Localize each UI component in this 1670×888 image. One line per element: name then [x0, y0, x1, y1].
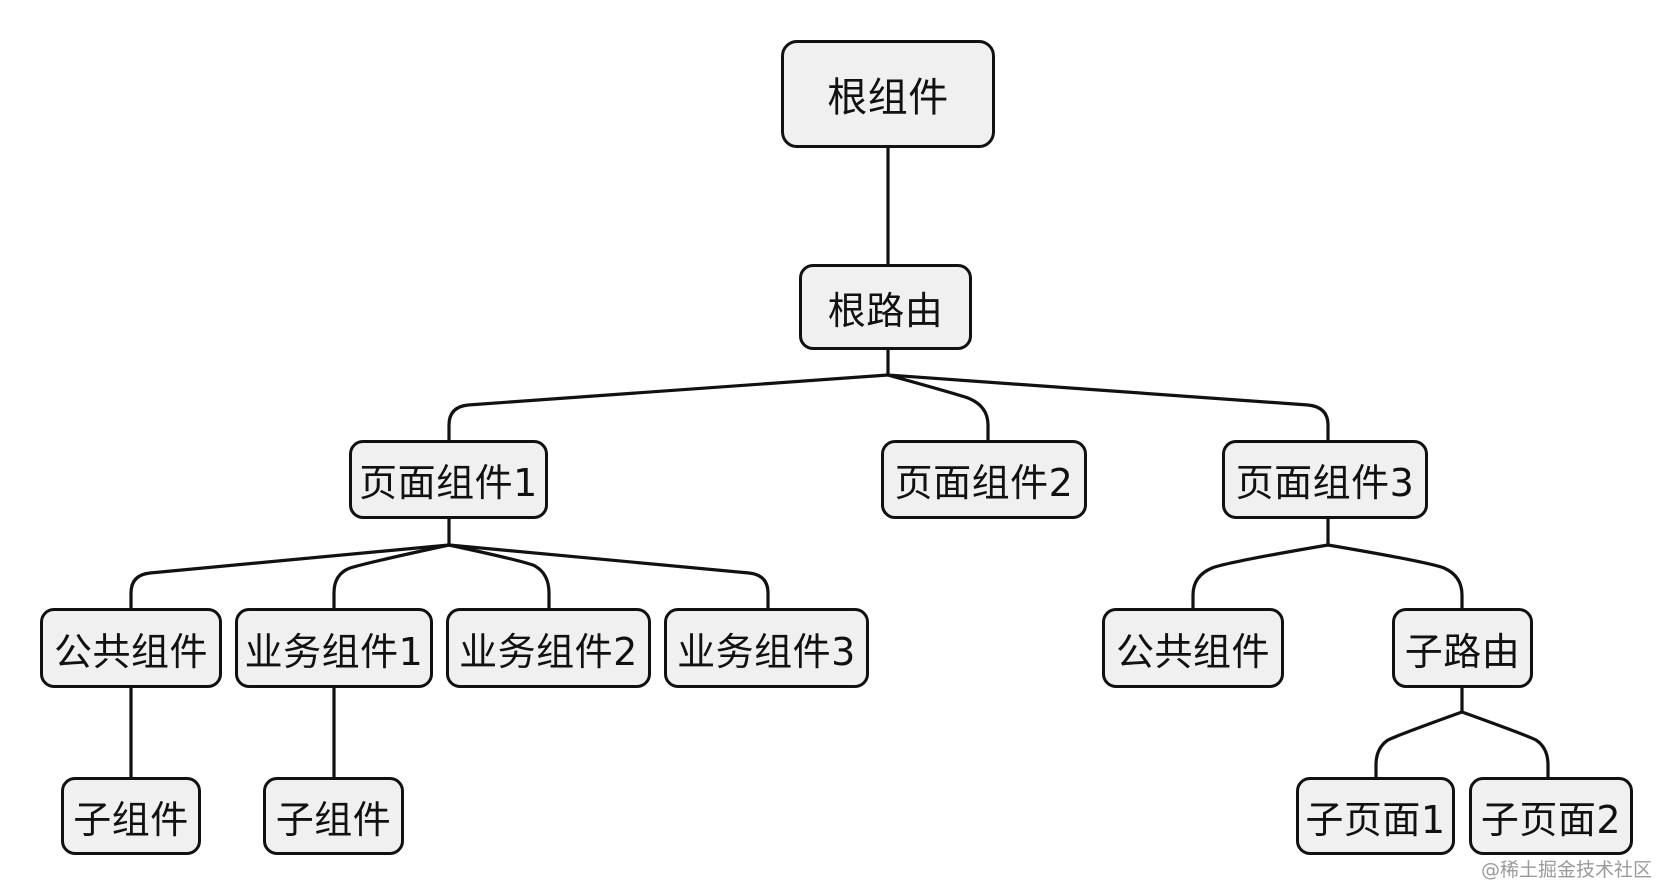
node-business-component-2: 业务组件2 [446, 608, 651, 688]
node-business-component-3: 业务组件3 [664, 608, 869, 688]
edge-page-3-to-common [1191, 517, 1330, 610]
watermark: @稀土掘金技术社区 [1480, 859, 1652, 881]
node-business-child-component: 子组件 [263, 777, 404, 855]
node-page-3-common-component: 公共组件 [1102, 608, 1284, 688]
node-business-component-1: 业务组件1 [235, 608, 433, 688]
edge-page-1-to-biz-1 [332, 543, 451, 610]
edge-root-router-to-page-1 [447, 348, 890, 442]
node-common-component: 公共组件 [40, 608, 222, 688]
edge-root-router-to-page-2 [886, 373, 990, 442]
edge-page-1-to-common [129, 517, 451, 610]
node-page-2: 页面组件2 [881, 440, 1087, 519]
node-root-component: 根组件 [781, 40, 995, 148]
node-sub-page-2: 子页面2 [1469, 777, 1633, 855]
edge-page-1-to-biz-2 [447, 543, 551, 610]
edge-page-3-to-sub-router [1326, 543, 1464, 610]
node-page-3: 页面组件3 [1222, 440, 1428, 519]
node-common-child-component: 子组件 [61, 777, 201, 855]
node-sub-page-1: 子页面1 [1296, 777, 1455, 855]
edge-page-1-to-biz-3 [447, 543, 770, 610]
node-page-1: 页面组件1 [349, 440, 548, 519]
edge-sub-router-to-sub-page-1 [1374, 686, 1464, 779]
node-root-router: 根路由 [799, 264, 972, 350]
edge-root-router-to-page-3 [886, 373, 1330, 442]
edge-sub-router-to-sub-page-2 [1460, 710, 1550, 779]
node-sub-router: 子路由 [1392, 608, 1533, 688]
